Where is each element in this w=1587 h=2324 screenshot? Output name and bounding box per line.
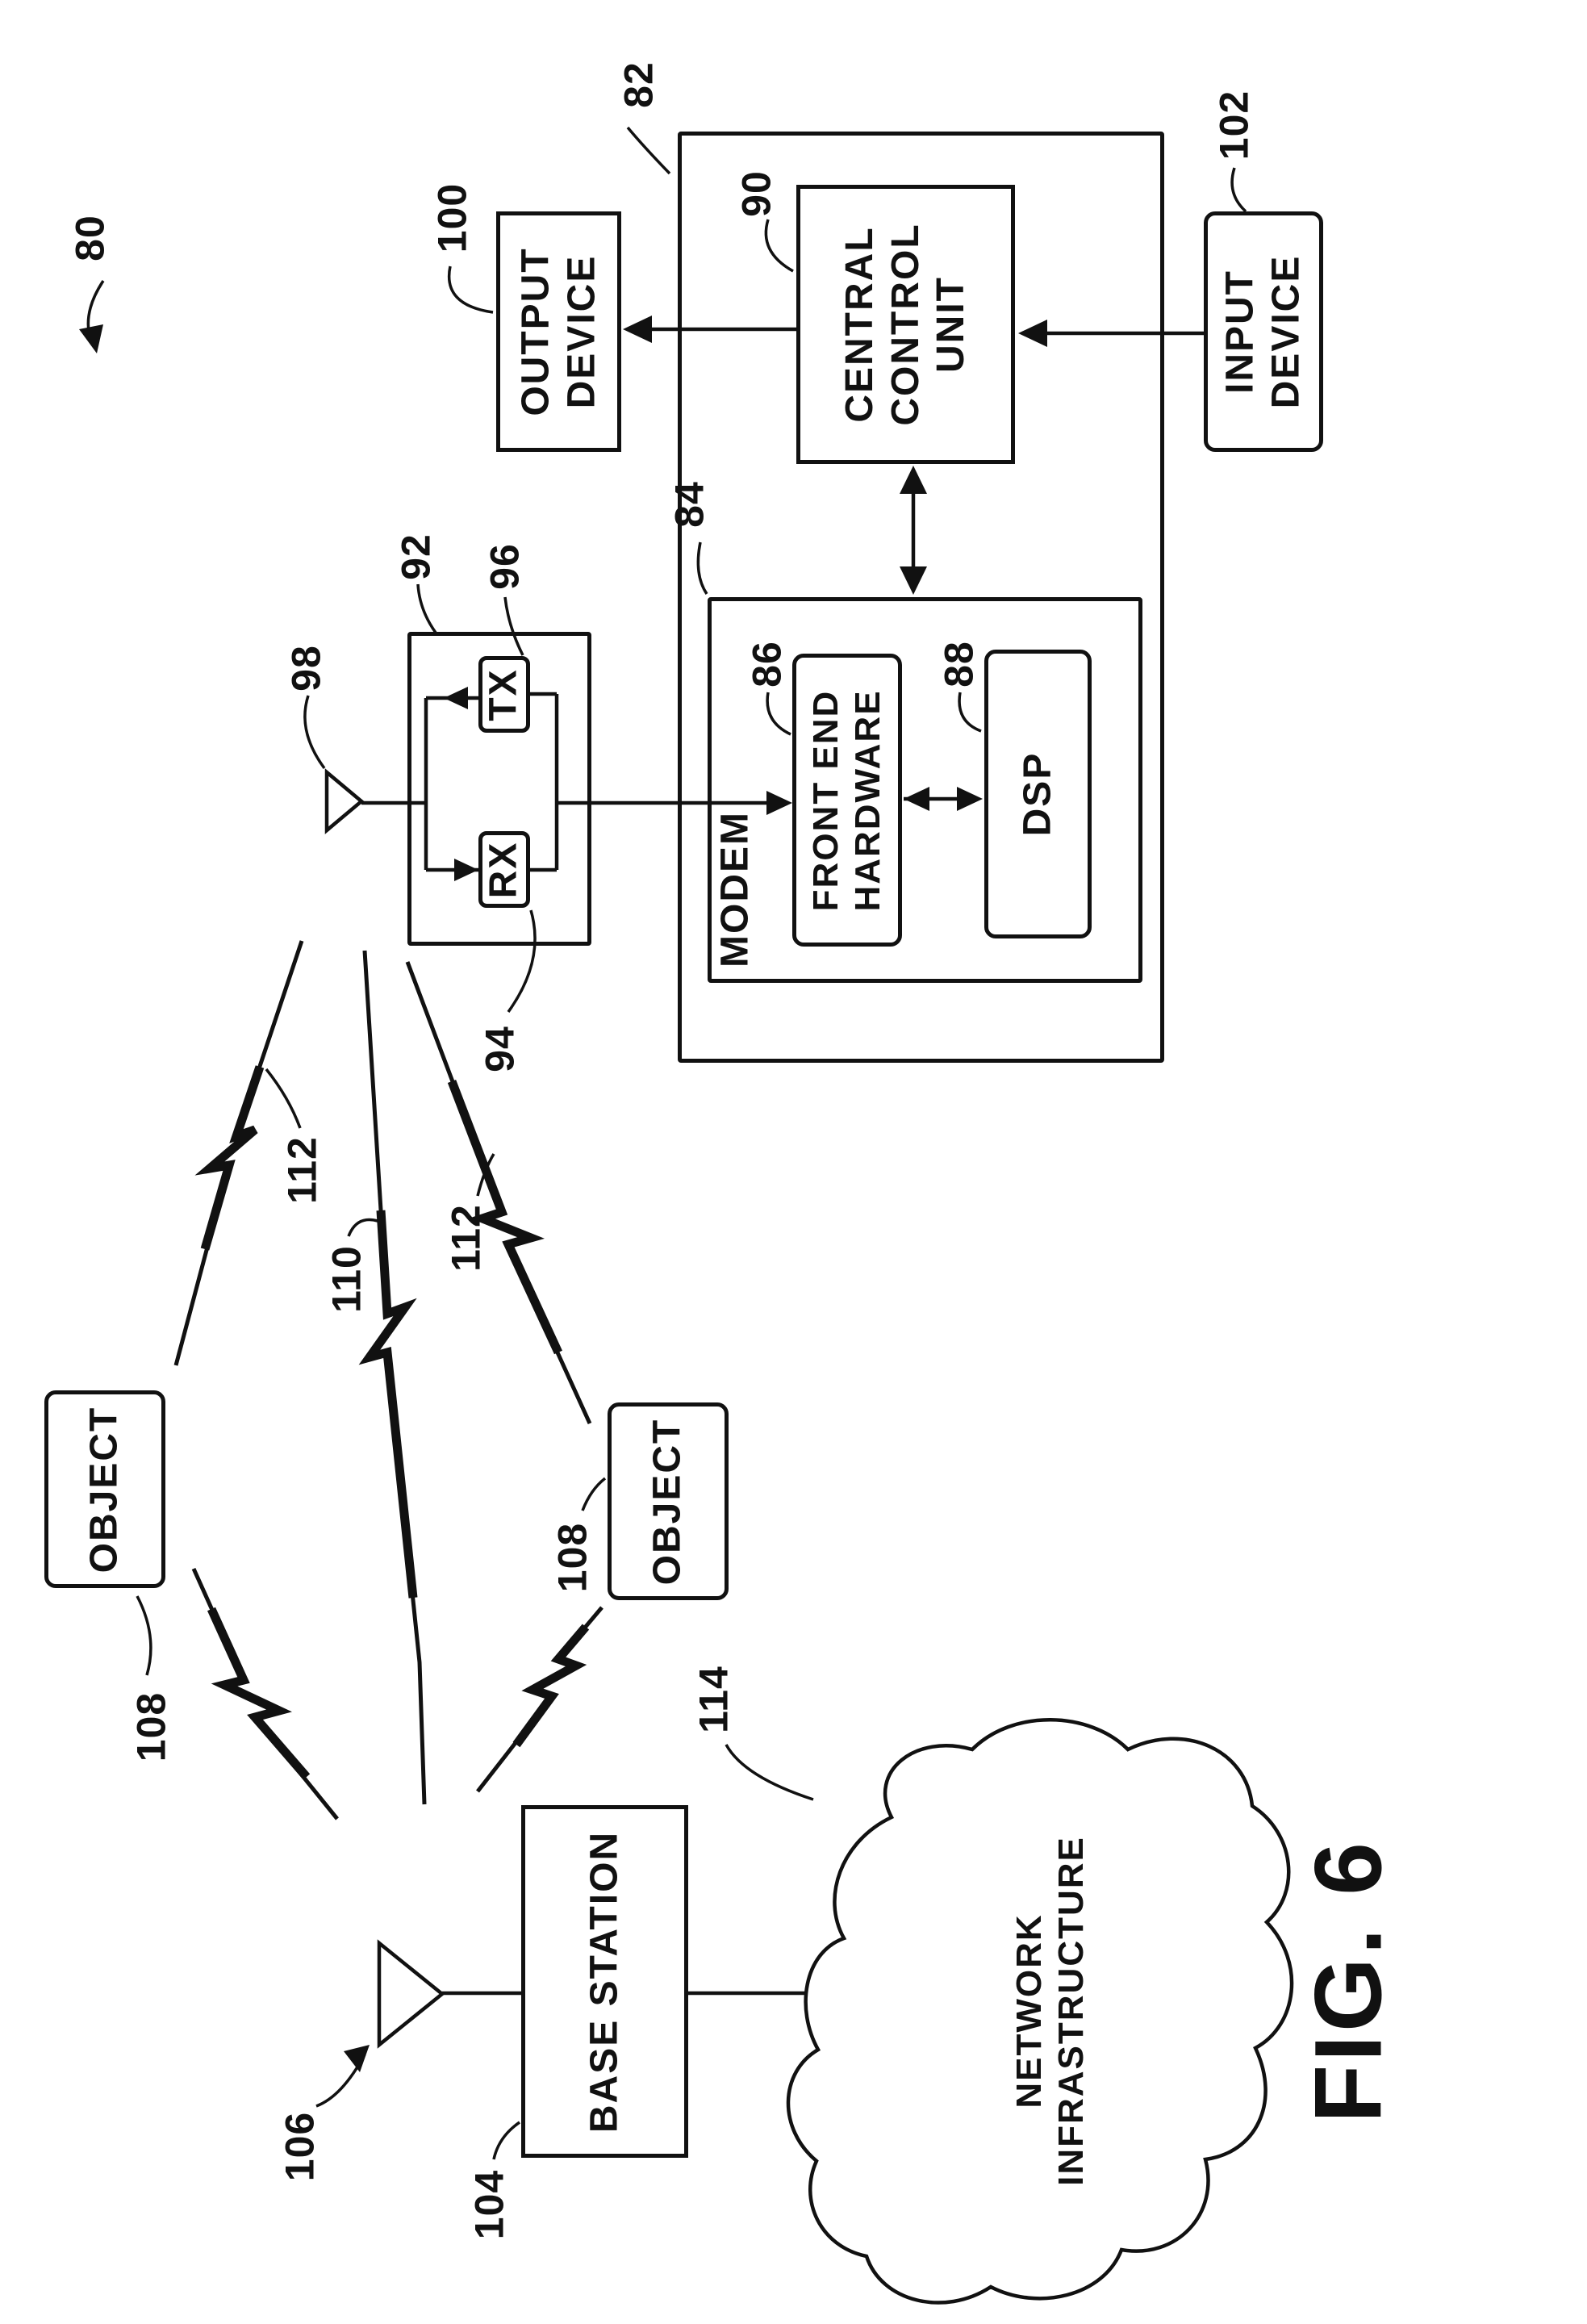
object-1-box: OBJECT <box>44 1390 165 1588</box>
arrowhead-tx-out <box>444 687 468 709</box>
input-device-label: INPUT DEVICE <box>1218 254 1307 409</box>
leader-100 <box>448 265 494 314</box>
leader-114 <box>725 1744 814 1801</box>
object-2-label: OBJECT <box>645 1418 689 1585</box>
network-infrastructure-label: NETWORK INFRASTRUCTURE <box>1009 1836 1091 2186</box>
central-control-unit-box: CENTRAL CONTROL UNIT <box>796 185 1015 464</box>
front-end-hardware-label: FRONT END HARDWARE <box>806 688 887 912</box>
arrowhead-into-ccu <box>1018 320 1047 347</box>
output-device-label: OUTPUT DEVICE <box>513 247 603 416</box>
leader-90 <box>764 219 794 273</box>
base-antenna-icon <box>377 1939 445 2049</box>
ref-104: 104 <box>466 2169 512 2240</box>
object-1-label: OBJECT <box>82 1406 126 1573</box>
leader-lines <box>86 126 1247 2160</box>
ref-114: 114 <box>691 1666 737 1733</box>
lightning-bolts <box>173 940 603 1820</box>
leader-104 <box>492 2121 521 2160</box>
pointer-arrowheads <box>79 324 370 2072</box>
arrowhead-down-modem <box>900 566 927 595</box>
ref-84: 84 <box>666 481 712 528</box>
output-device-box: OUTPUT DEVICE <box>496 211 621 452</box>
figure-caption: FIG. 6 <box>1295 1839 1402 2123</box>
arrowheads <box>444 316 1047 881</box>
ref-88: 88 <box>936 641 982 688</box>
ref-86: 86 <box>744 641 790 688</box>
ref-82: 82 <box>616 61 662 108</box>
ref-102: 102 <box>1211 90 1257 161</box>
lightning-bolt-base-link <box>362 950 427 1805</box>
arrowhead-106-pointer <box>344 2045 370 2072</box>
arrowhead-into-feh <box>766 791 792 815</box>
antennas <box>324 768 445 2049</box>
leader-84 <box>696 541 708 595</box>
ref-100: 100 <box>429 182 475 253</box>
mobile-antenna-icon <box>324 768 365 834</box>
rx-label: RX <box>482 841 525 898</box>
leader-96 <box>503 596 524 656</box>
tx-label: TX <box>482 667 525 721</box>
arrowhead-into-output-device <box>623 316 652 343</box>
leader-86 <box>766 692 791 736</box>
arrowhead-80-pointer <box>79 324 103 353</box>
base-station-box: BASE STATION <box>521 1805 688 2158</box>
ref-110: 110 <box>324 1245 370 1313</box>
base-station-label: BASE STATION <box>583 1830 626 2133</box>
arrowhead-dsp-side <box>957 787 983 811</box>
ref-112-upper: 112 <box>279 1136 325 1204</box>
dsp-box: DSP <box>984 650 1092 938</box>
dsp-label: DSP <box>1016 751 1059 837</box>
modem-label: MODEM <box>713 811 757 968</box>
leader-110 <box>347 1218 378 1237</box>
lightning-bolt-object2-base-core <box>512 1624 590 1748</box>
cloud-outline <box>786 1718 1294 2305</box>
leader-98 <box>303 695 326 770</box>
central-control-unit-label: CENTRAL CONTROL UNIT <box>837 223 972 426</box>
ref-94: 94 <box>477 1026 523 1072</box>
leader-108a <box>136 1595 152 1676</box>
lightning-bolt-base-link-core <box>358 1210 418 1599</box>
arrowhead-into-rx <box>454 859 478 881</box>
ref-98: 98 <box>283 645 329 692</box>
mobile-unit-box-82 <box>678 132 1164 1063</box>
arrowhead-feh-side <box>904 787 929 811</box>
ref-96: 96 <box>482 543 528 590</box>
arrowhead-up-ccu <box>900 466 927 494</box>
ref-90: 90 <box>733 170 779 217</box>
ref-106: 106 <box>277 2111 323 2182</box>
ref-80: 80 <box>67 215 113 261</box>
lightning-bolt-object2-link-core <box>447 1080 562 1355</box>
leader-94 <box>507 909 537 1014</box>
lightning-bolt-object1-base <box>191 1567 339 1820</box>
leader-92 <box>416 583 437 634</box>
transceiver-box-92 <box>407 632 591 946</box>
leader-112a <box>265 1068 302 1129</box>
ref-108-first: 108 <box>128 1691 174 1762</box>
ref-92: 92 <box>393 533 439 580</box>
tx-box: TX <box>478 656 530 733</box>
ref-112-lower: 112 <box>443 1204 489 1272</box>
front-end-hardware-box: FRONT END HARDWARE <box>792 654 902 947</box>
input-device-box: INPUT DEVICE <box>1204 211 1323 452</box>
lightning-bolt-object1-base-core <box>207 1607 311 1780</box>
leader-102 <box>1230 167 1247 213</box>
leader-88 <box>958 692 982 733</box>
rx-box: RX <box>478 831 530 908</box>
leader-108b <box>581 1477 607 1511</box>
object-2-box: OBJECT <box>608 1402 729 1600</box>
ref-108-second: 108 <box>549 1522 595 1593</box>
leader-82 <box>626 126 671 175</box>
lightning-bolt-object1-link-core <box>194 1065 265 1251</box>
modem-box <box>708 597 1142 983</box>
